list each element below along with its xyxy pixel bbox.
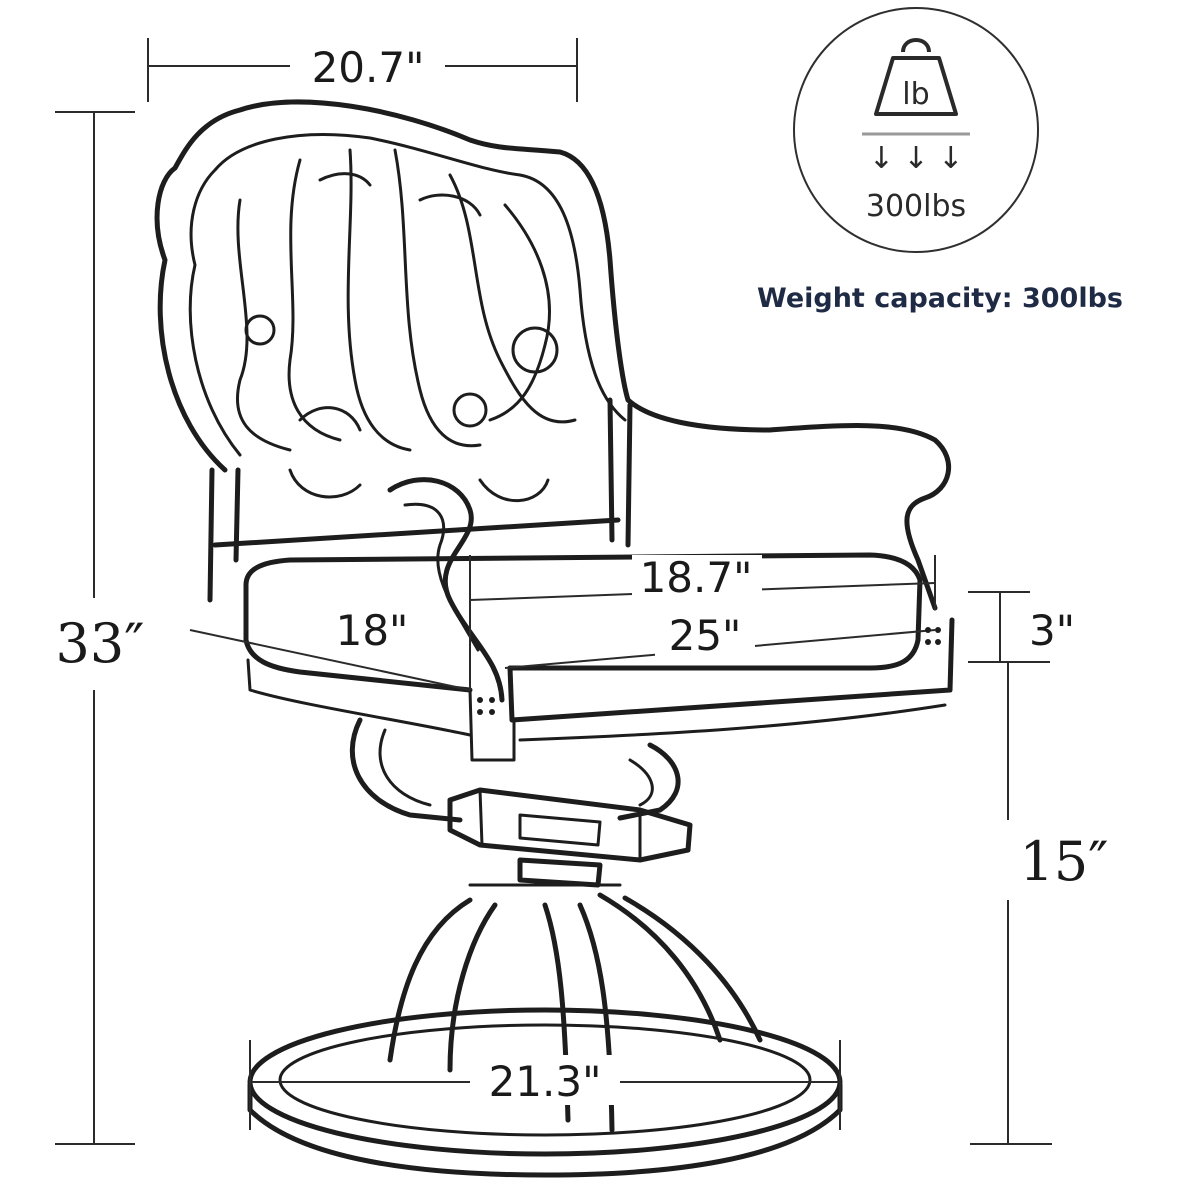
seat-height-label: 15″ [1020, 830, 1109, 893]
weight-icon-text: lb [902, 77, 929, 112]
chair-illustration [154, 99, 955, 1178]
total-height-label: 33″ [56, 612, 145, 675]
seat-height-dimension: 15″ [970, 662, 1109, 1145]
cushion-thickness-dimension: 3" [968, 591, 1075, 663]
cushion-thickness-label: 3" [1029, 606, 1075, 655]
seat-width-label: 18.7" [640, 553, 753, 602]
weight-badge: lb ↓ ↓ ↓ 300lbs [793, 7, 1039, 253]
seat-diagonal-label: 25" [669, 611, 742, 660]
base-diameter-label: 21.3" [489, 1057, 602, 1106]
weight-lb-icon: lb [874, 38, 958, 116]
total-height-dimension: 33″ [55, 111, 145, 1145]
seat-depth-label: 18" [336, 606, 409, 655]
top-width-label: 20.7" [312, 43, 425, 92]
weight-capacity-text: Weight capacity: 300lbs [757, 283, 1123, 314]
badge-weight-value: 300lbs [866, 189, 966, 224]
top-width-dimension: 20.7" [147, 38, 578, 102]
down-arrows: ↓ ↓ ↓ [869, 141, 963, 176]
